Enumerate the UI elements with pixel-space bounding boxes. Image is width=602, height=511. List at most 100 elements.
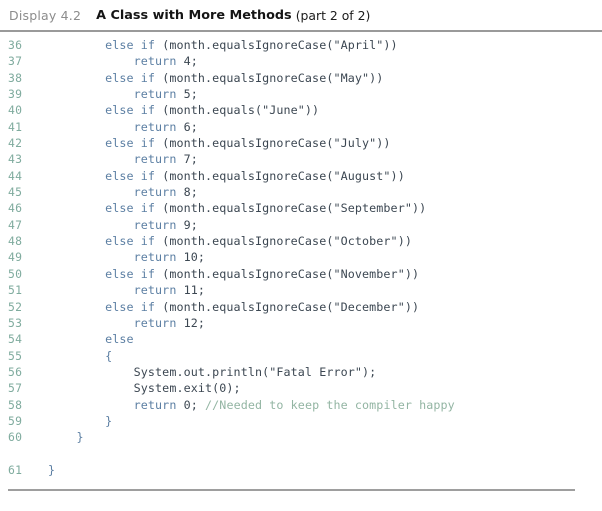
line-number: 42 xyxy=(8,136,23,151)
code-line: 48 else if (month.equalsIgnoreCase("Octo… xyxy=(0,233,602,249)
footer-divider-rule xyxy=(8,489,575,491)
code-text: return 11; xyxy=(40,282,602,298)
code-text: else if (month.equalsIgnoreCase("August"… xyxy=(40,168,602,184)
code-text: else if (month.equalsIgnoreCase("Septemb… xyxy=(40,200,602,216)
code-keyword: return xyxy=(133,397,184,412)
code-keyword: return xyxy=(133,283,184,298)
line-number: 43 xyxy=(8,152,23,167)
code-identifier: (month.equalsIgnoreCase("August")) xyxy=(162,168,405,183)
line-number: 56 xyxy=(8,364,23,379)
code-text: return 5; xyxy=(40,86,602,102)
line-number: 40 xyxy=(8,103,23,118)
code-keyword: return xyxy=(133,315,184,330)
code-identifier: (month.equalsIgnoreCase("July")) xyxy=(162,136,391,151)
code-keyword: else if xyxy=(105,234,163,249)
line-number: 57 xyxy=(8,381,23,396)
code-keyword: else if xyxy=(105,38,163,52)
code-keyword: else if xyxy=(105,299,163,314)
code-identifier: System.exit(0); xyxy=(133,381,241,396)
code-text: System.exit(0); xyxy=(40,380,602,396)
code-line: 38 else if (month.equalsIgnoreCase("May"… xyxy=(0,70,602,86)
code-text: System.out.println("Fatal Error"); xyxy=(40,364,602,380)
line-number: 46 xyxy=(8,201,23,216)
header-divider-rule xyxy=(0,30,602,32)
code-line: 46 else if (month.equalsIgnoreCase("Sept… xyxy=(0,200,602,216)
code-keyword: { xyxy=(105,348,113,363)
code-line: 58 return 0; //Needed to keep the compil… xyxy=(0,397,602,413)
code-keyword: return xyxy=(133,217,184,232)
line-number: 39 xyxy=(8,87,23,102)
code-keyword: } xyxy=(48,462,56,477)
line-number: 61 xyxy=(8,462,23,477)
line-number: 44 xyxy=(8,168,23,183)
code-text: return 7; xyxy=(40,151,602,167)
code-comment: //Needed to keep the compiler happy xyxy=(205,397,455,412)
code-text: } xyxy=(40,429,602,445)
display-header: Display 4.2 A Class with More Methods (p… xyxy=(0,0,602,30)
code-identifier: 5; xyxy=(183,87,198,102)
code-identifier: (month.equalsIgnoreCase("November")) xyxy=(162,266,420,281)
code-identifier: (month.equalsIgnoreCase("May")) xyxy=(162,70,384,85)
line-number: 36 xyxy=(8,38,23,52)
code-text: else if (month.equalsIgnoreCase("Decembe… xyxy=(40,299,602,315)
code-keyword: return xyxy=(133,185,184,200)
code-line: 45 return 8; xyxy=(0,184,602,200)
line-number: 41 xyxy=(8,119,23,134)
code-text: return 10; xyxy=(40,249,602,265)
code-identifier: System.out.println("Fatal Error"); xyxy=(133,364,377,379)
code-line: 54 else xyxy=(0,331,602,347)
line-number: 58 xyxy=(8,397,23,412)
code-text: return 12; xyxy=(40,315,602,331)
code-keyword: else xyxy=(105,332,134,347)
code-identifier: 0; xyxy=(183,397,206,412)
line-number: 52 xyxy=(8,299,23,314)
code-line: 42 else if (month.equalsIgnoreCase("July… xyxy=(0,135,602,151)
line-number: 38 xyxy=(8,70,23,85)
code-keyword: else if xyxy=(105,103,163,118)
code-keyword: return xyxy=(133,152,184,167)
code-text: return 6; xyxy=(40,119,602,135)
code-keyword: else if xyxy=(105,266,163,281)
line-number: 50 xyxy=(8,266,23,281)
code-line: 47 return 9; xyxy=(0,217,602,233)
code-line: 59 } xyxy=(0,413,602,429)
code-text: return 4; xyxy=(40,53,602,69)
code-line: 49 return 10; xyxy=(0,249,602,265)
line-number: 53 xyxy=(8,315,23,330)
code-keyword: return xyxy=(133,87,184,102)
code-line: 44 else if (month.equalsIgnoreCase("Augu… xyxy=(0,168,602,184)
code-line: 55 { xyxy=(0,348,602,364)
code-line: 60 } xyxy=(0,429,602,445)
line-number: 54 xyxy=(8,332,23,347)
code-keyword: else if xyxy=(105,168,163,183)
code-keyword: else if xyxy=(105,70,163,85)
code-identifier: (month.equalsIgnoreCase("December")) xyxy=(162,299,420,314)
code-identifier: 6; xyxy=(183,119,198,134)
code-identifier: 10; xyxy=(183,250,206,265)
code-text: return 8; xyxy=(40,184,602,200)
code-keyword: return xyxy=(133,119,184,134)
code-keyword: else if xyxy=(105,136,163,151)
line-number: 51 xyxy=(8,283,23,298)
code-text: else if (month.equalsIgnoreCase("May")) xyxy=(40,70,602,86)
code-text: else if (month.equalsIgnoreCase("October… xyxy=(40,233,602,249)
line-number: 59 xyxy=(8,413,23,428)
code-identifier: (month.equalsIgnoreCase("October")) xyxy=(162,234,412,249)
code-identifier: (month.equals("June")) xyxy=(162,103,320,118)
display-number-label: Display 4.2 xyxy=(9,7,82,23)
display-title: A Class with More Methods xyxy=(96,7,292,23)
code-keyword: } xyxy=(105,413,113,428)
code-line: 61} xyxy=(0,462,602,478)
line-number: 37 xyxy=(8,54,23,69)
line-number: 48 xyxy=(8,234,23,249)
code-text: else if (month.equalsIgnoreCase("July")) xyxy=(40,135,602,151)
line-number: 60 xyxy=(8,430,23,445)
code-line: 51 return 11; xyxy=(0,282,602,298)
code-keyword: } xyxy=(76,430,84,445)
code-line: 36 else if (month.equalsIgnoreCase("Apri… xyxy=(0,37,602,53)
code-blank-line xyxy=(0,446,602,462)
display-part-indicator: (part 2 of 2) xyxy=(295,7,371,23)
code-identifier: 12; xyxy=(183,315,206,330)
code-text: else if (month.equalsIgnoreCase("Novembe… xyxy=(40,266,602,282)
code-text: { xyxy=(40,348,602,364)
